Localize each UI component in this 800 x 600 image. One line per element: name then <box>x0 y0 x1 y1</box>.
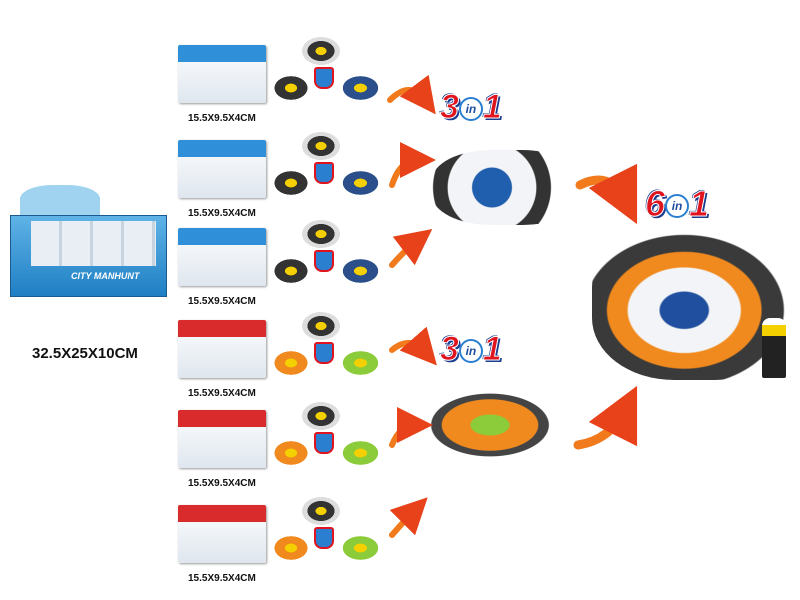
set-variant <box>302 220 340 248</box>
display-brand: CITY MANHUNT <box>71 271 140 281</box>
set-variant <box>270 256 312 286</box>
set-size: 15.5X9.5X4CM <box>188 573 256 584</box>
set-variant <box>302 37 340 65</box>
set-variant <box>338 256 383 286</box>
set-variant <box>338 73 383 103</box>
set-variant <box>270 348 312 378</box>
set-variant <box>338 533 383 563</box>
logo-in: in <box>665 194 690 219</box>
set-variant <box>338 168 383 198</box>
shield-badge-icon <box>314 67 334 89</box>
logo-number: 3 <box>440 330 460 369</box>
set-size: 15.5X9.5X4CM <box>188 478 256 489</box>
logo-one: 1 <box>689 183 710 225</box>
shield-badge-icon <box>314 527 334 549</box>
set-box <box>178 320 266 378</box>
set-variant <box>338 438 383 468</box>
minifigure-police <box>762 318 786 378</box>
set-box <box>178 228 266 286</box>
set-box <box>178 505 266 563</box>
arrow-icon <box>389 407 433 448</box>
set-variant <box>302 402 340 430</box>
arrow-icon <box>389 229 433 268</box>
logo-number: 6 <box>644 183 666 225</box>
combined-police-vehicle <box>432 150 582 225</box>
display-header-art <box>20 185 100 220</box>
logo-in: in <box>458 97 483 122</box>
set-variant <box>270 438 312 468</box>
display-box-size: 32.5X25X10CM <box>32 345 138 362</box>
set-box <box>178 410 266 468</box>
set-variant <box>270 533 312 563</box>
set-size: 15.5X9.5X4CM <box>188 113 256 124</box>
display-tray: CITY MANHUNT <box>10 215 167 297</box>
shield-badge-icon <box>314 250 334 272</box>
set-variant <box>338 348 383 378</box>
set-variant <box>270 73 312 103</box>
logo-one: 1 <box>482 330 502 369</box>
arrow-icon <box>387 74 436 115</box>
display-slots <box>31 221 156 266</box>
arrow-icon <box>389 142 436 188</box>
set-box <box>178 140 266 198</box>
arrow-icon <box>575 163 638 225</box>
logo-in: in <box>458 339 483 364</box>
arrow-icon <box>389 497 428 538</box>
set-size: 15.5X9.5X4CM <box>188 388 256 399</box>
display-box: CITY MANHUNT <box>10 185 167 297</box>
arrow-icon <box>573 385 638 450</box>
shield-badge-icon <box>314 432 334 454</box>
logo-number: 3 <box>440 88 460 127</box>
arrow-icon <box>389 326 437 366</box>
set-variant <box>302 497 340 525</box>
set-size: 15.5X9.5X4CM <box>188 208 256 219</box>
set-variant <box>270 168 312 198</box>
logo-one: 1 <box>482 88 502 127</box>
set-variant <box>302 312 340 340</box>
set-size: 15.5X9.5X4CM <box>188 296 256 307</box>
set-variant <box>302 132 340 160</box>
combined-plane-vehicle <box>415 385 565 465</box>
shield-badge-icon <box>314 342 334 364</box>
shield-badge-icon <box>314 162 334 184</box>
set-box <box>178 45 266 103</box>
